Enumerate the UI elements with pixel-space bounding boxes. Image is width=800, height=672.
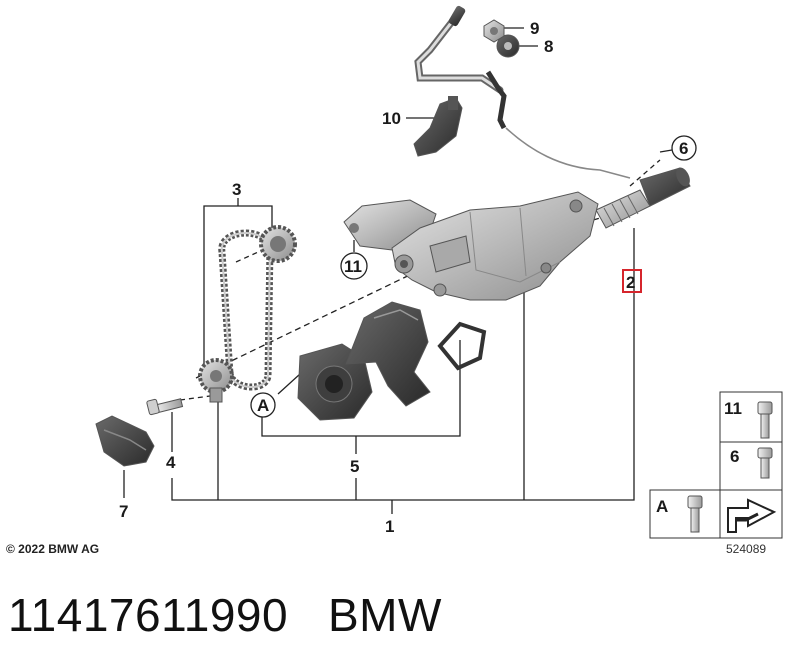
bolt-icon [687, 495, 703, 533]
callout-1: 1 [385, 517, 394, 536]
callout-4: 4 [166, 453, 176, 472]
nut-part [483, 19, 505, 43]
sprocket-bolt-part [146, 398, 184, 416]
callout-6-circle [671, 135, 697, 161]
callout-8: 8 [544, 37, 553, 56]
brand-name: BMW [327, 589, 442, 641]
callout-7: 7 [119, 502, 128, 521]
fastener-legend [649, 391, 783, 539]
callout-9: 9 [530, 19, 539, 38]
guide-tube-part [414, 5, 631, 179]
exploded-parts-diagram: 1 2 3 4 5 6 7 8 9 10 11 A 11 6 A [95, 5, 783, 539]
part-number: 11417611990 [8, 589, 289, 641]
lower-sprocket-part [198, 358, 234, 403]
copyright-notice: © 2022 BMW AG [6, 542, 100, 556]
seal-ring-part [496, 34, 520, 58]
image-id: 524089 [726, 542, 767, 556]
drive-chain-part [218, 229, 274, 391]
callout-5: 5 [350, 457, 359, 476]
legend-label-a: A [656, 497, 668, 516]
solenoid-valve-part [595, 167, 691, 229]
bolt-icon [757, 447, 773, 479]
holder-clip-part [413, 96, 463, 157]
chain-cover-part [95, 415, 155, 467]
callout-3: 3 [232, 180, 241, 199]
upper-sprocket-part [259, 225, 297, 263]
suction-pipe-part [297, 301, 431, 421]
legend-label-6: 6 [730, 447, 739, 466]
note-arrow-icon [727, 498, 777, 533]
callout-11: 11 [344, 257, 362, 276]
bolt-icon [757, 401, 773, 439]
callout-a-circle [250, 392, 276, 418]
callout-labels: 1 2 3 4 5 6 7 8 9 10 11 A 11 6 A [119, 19, 742, 536]
callout-6: 6 [679, 139, 688, 158]
part-number-caption: 11417611990 BMW [8, 588, 442, 642]
callout-2: 2 [626, 273, 635, 292]
callout-11-circle [340, 252, 368, 280]
oil-pump-part [343, 191, 599, 301]
legend-label-11: 11 [724, 399, 742, 418]
callout-a: A [257, 396, 269, 415]
callout-10: 10 [382, 109, 401, 128]
gasket-part [437, 321, 487, 371]
highlight-box [622, 269, 642, 293]
leader-lines [123, 27, 673, 514]
